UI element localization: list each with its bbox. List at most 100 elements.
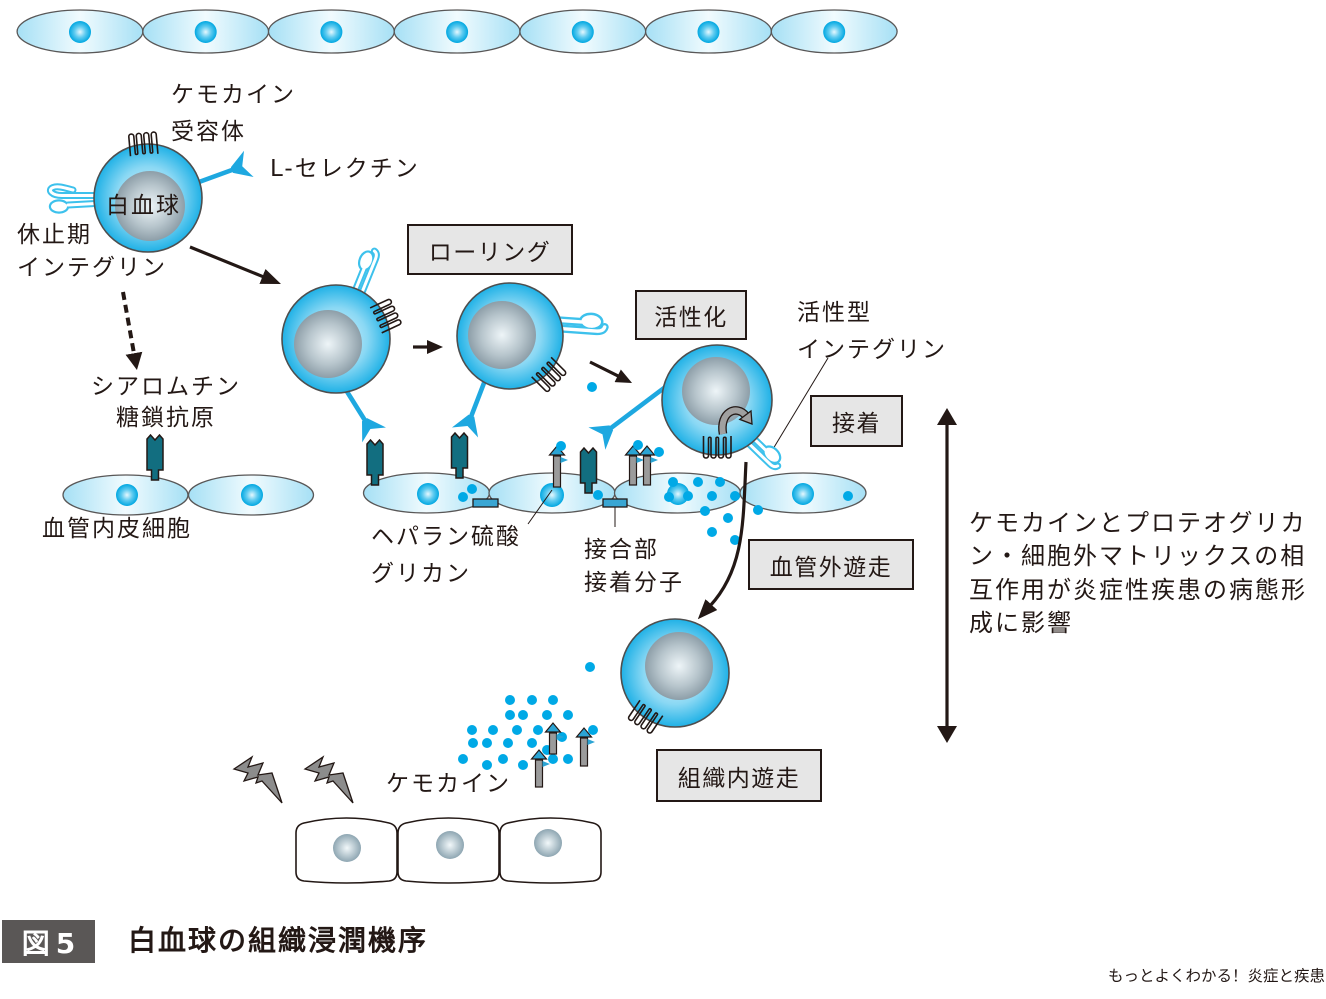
chemokine-receptor [531,356,567,393]
signal-arrow-head [738,409,753,425]
side-note-line: 成に影響 [969,608,1073,637]
chemokine-dot [467,484,477,494]
junctional-adhesion-molecule [472,498,499,508]
endothelial-cell [519,9,647,54]
side-note-line: ケモカインとプロテオグリカ [969,509,1307,537]
chemokine-dot [505,710,515,720]
label-line: 休止期 [17,222,92,248]
vessel-wall-inflamed [362,382,867,545]
label-line: ケモカイン [171,82,296,108]
chemokine-dot [488,725,498,735]
chemokine-dot [518,760,528,770]
chemokine-dot [668,477,678,487]
label-line: ヘパラン硫酸 [371,524,521,550]
integrin-head [360,252,373,269]
chemokine-dot [527,695,537,705]
figure-number: 図5 [21,926,82,960]
proteoglycan-core [628,455,638,486]
proteoglycan-arrowhead [544,722,562,733]
tissue-cell-nucleus [436,831,464,859]
endothelial-nucleus [116,484,138,506]
stage-label: 接着 [832,411,881,437]
vessel-wall-upper [16,9,898,54]
stage-label: 活性化 [654,305,728,331]
chemokine-dot [467,725,477,735]
chemokine-dots-tissue [458,662,598,770]
proteoglycan-core [642,455,652,486]
label-resting-integrin: 休止期 インテグリン [17,219,167,285]
endothelial-nucleus [69,21,91,43]
proteoglycan-arrowhead [575,727,593,738]
endothelial-cell [739,472,867,514]
leukocyte-migrating [620,618,730,734]
selectin-ligand [450,431,469,479]
selectin-ligand [366,438,384,486]
label-line: グリカン [371,561,471,587]
integrin-head [51,201,67,212]
integrin-stalk [736,431,780,469]
leukocyte-rolling-2 [451,282,609,438]
chemokine-dot [730,491,740,501]
integrin-head [764,447,780,462]
chemokine-dot [512,725,522,735]
l-selectin-stalk [468,378,488,420]
bound-chemokine [556,734,564,740]
chemokine-dot [458,754,468,764]
leukocyte-resting [46,131,254,253]
lightning-icon [303,755,354,804]
heparan-sulfate-proteoglycan [624,445,644,486]
signal-arrow-body [719,407,749,435]
stage-label: 組織内遊走 [677,765,801,792]
label-heparan-sulfate-proteoglycan: ヘパラン硫酸 グリカン [371,519,521,593]
chemokine-dot [548,695,558,705]
sialomucin-ligand [146,433,164,481]
stage-box-activation: 活性化 [635,290,747,340]
arrow-extravasation [697,461,748,620]
l-selectin-lectin-domain [230,150,254,178]
label-active-integrin: 活性型 インテグリン [797,295,947,369]
chemokine-dot [527,738,537,748]
bound-chemokine [587,739,595,745]
heparan-sulfate-proteoglycan [638,445,658,486]
bound-chemokine [636,457,644,463]
chemokine-dot [498,754,508,764]
junctional-adhesion-molecule [602,498,628,508]
tissue-proteoglycans [530,722,595,788]
chemokine-dot [458,492,468,502]
endothelial-cell [770,9,898,54]
side-note: ケモカインとプロテオグリカ ン・細胞外マトリックスの相 互作用が炎症性疾患の病態… [969,507,1307,640]
chemokine-dot [556,441,566,451]
chemokine-dots-vessel [458,382,853,545]
selectin-ligand [579,446,598,494]
endothelial-nucleus [241,484,263,506]
vessel-wall-resting [62,433,315,516]
endothelial-nucleus [792,483,814,505]
tissue-cells [295,817,602,884]
endothelial-cell [142,9,270,54]
chemokine-dot [700,506,710,516]
tissue-cell-nucleus [333,834,361,862]
proteoglycan-arrowhead [638,445,656,456]
endothelial-nucleus [697,21,720,43]
integrin-fill [351,249,378,302]
l-selectin [194,150,254,186]
chemokine-dot [707,491,717,501]
proteoglycan-core [552,455,562,488]
chemokine-receptor [702,436,732,459]
chemokine-dot [518,710,528,720]
endothelial-nucleus [446,21,469,43]
label-chemokine: ケモカイン [386,771,511,797]
endothelial-nucleus [194,21,217,43]
chemokine-dot [683,491,693,501]
heparan-sulfate-proteoglycan [530,749,550,788]
endothelial-cell [267,9,395,54]
bound-chemokine [542,761,550,767]
side-note-line: ン・細胞外マトリックスの相 [969,542,1307,571]
leader-line-heparan-sulfate [527,489,553,525]
endothelial-cell [187,474,315,516]
proteoglycan-core [548,732,558,755]
l-selectin-stalk [607,380,673,432]
label-leukocyte: 白血球 [106,193,181,219]
label-line: インテグリン [17,255,167,281]
l-selectin-stalk [341,385,369,424]
